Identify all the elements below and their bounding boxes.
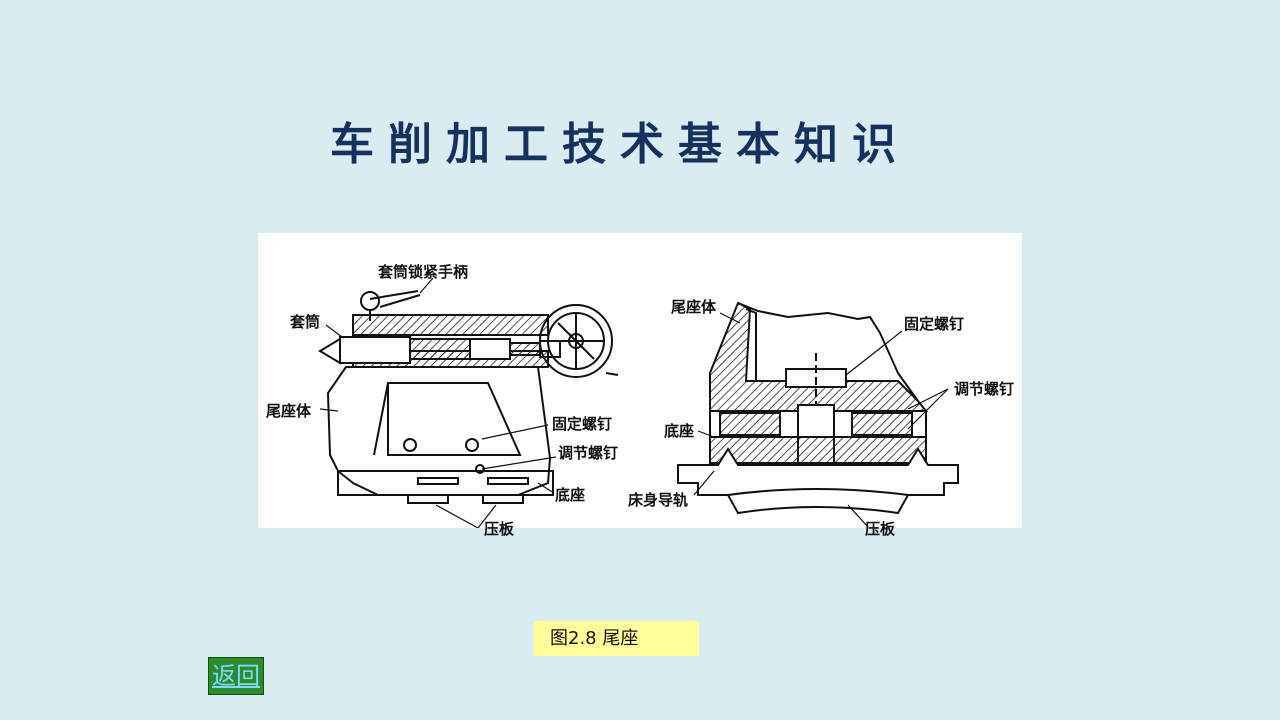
back-button[interactable]: 返回 [208,657,264,695]
label-fixing-screw-left: 固定螺钉 [552,415,613,433]
label-quill: 套筒 [290,313,321,331]
left-view-leaders [319,277,557,528]
label-tailstock-body-left: 尾座体 [266,402,312,420]
label-adjusting-screw-left: 调节螺钉 [558,444,619,462]
label-clamp-plate-right: 压板 [865,520,896,538]
tailstock-figure: 套筒锁紧手柄 套筒 尾座体 固定螺钉 调节螺钉 底座 压板 尾座体 固定螺钉 调… [258,233,1022,538]
label-base-left: 底座 [555,486,586,504]
label-fixing-screw-right: 固定螺钉 [904,315,965,333]
label-clamp-plate-left: 压板 [484,520,515,538]
left-view-drawing [318,290,619,504]
label-bed-guideway: 床身导轨 [628,491,689,509]
figure-caption: 图2.8 尾座 [534,621,699,656]
slide-title: 车削加工技术基本知识 [330,119,910,170]
tailstock-drawing [318,277,959,528]
label-base-right: 底座 [664,422,695,440]
label-tailstock-body-right: 尾座体 [671,298,717,316]
label-quill-lock-handle: 套筒锁紧手柄 [378,263,469,281]
right-view-drawing [677,301,959,515]
label-adjusting-screw-right: 调节螺钉 [954,380,1015,398]
right-view-leaders [693,312,949,528]
